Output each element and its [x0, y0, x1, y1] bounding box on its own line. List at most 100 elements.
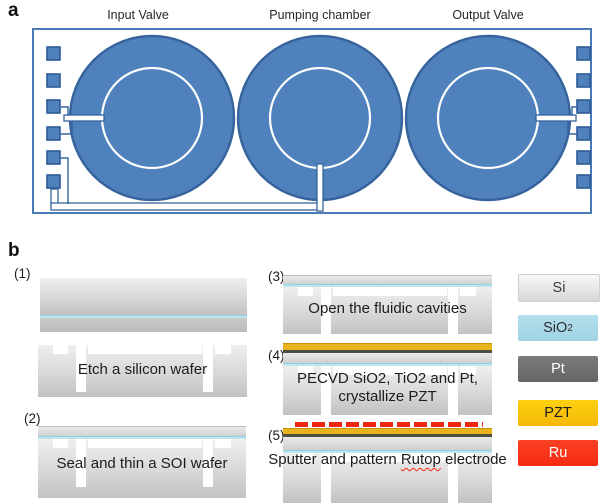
input-channel [63, 114, 105, 122]
legend-pzt-label: PZT [544, 405, 572, 421]
si-layer [283, 353, 492, 363]
sio2-layer [40, 315, 247, 319]
legend-sio2-subscript: 2 [567, 322, 573, 334]
through-opening [321, 366, 331, 415]
pecvd-pzt-diagram: PECVD SiO2, TiO2 and Pt, crystallize PZT [283, 343, 492, 415]
step-4-caption: PECVD SiO2, TiO2 and Pt, crystallize PZT [283, 370, 492, 406]
step-4-caption-line1: PECVD SiO2, TiO2 and Pt, [297, 370, 478, 387]
legend-si: Si [518, 274, 600, 302]
legend-pzt: PZT [518, 400, 598, 426]
contact-pad-square [576, 46, 591, 61]
step-5-number: (5) [268, 428, 285, 443]
legend-pt: Pt [518, 356, 598, 382]
sio2-layer [283, 450, 492, 454]
wire-left-4 [61, 121, 73, 135]
wire-right-3 [571, 106, 577, 116]
sio2-layer [283, 284, 492, 288]
legend-ru: Ru [518, 440, 598, 466]
sealed-wafer-diagram: Seal and thin a SOI wafer [38, 426, 246, 498]
cavity [203, 439, 213, 487]
step-2-caption: Seal and thin a SOI wafer [56, 455, 228, 472]
si-handle-layer [40, 318, 247, 332]
ru-electrode-diagram: Sputter and pattern Rutop electrode [268, 422, 507, 503]
legend-ru-label: Ru [548, 445, 568, 461]
contact-pad-square [46, 46, 61, 61]
contact-pad-square [46, 174, 61, 189]
pt-layer [283, 434, 492, 437]
cavity [298, 366, 313, 375]
pt-layer [283, 350, 492, 353]
panel-b-label: b [8, 240, 20, 261]
cavity [53, 345, 68, 354]
through-opening [448, 287, 458, 334]
si-layer [40, 278, 247, 315]
cavity [88, 345, 202, 354]
step-3-number: (3) [268, 269, 285, 284]
si-body: PECVD SiO2, TiO2 and Pt, crystallize PZT [283, 366, 492, 415]
bottom-channel [50, 202, 321, 211]
cavity [53, 439, 68, 448]
contact-pad-square [46, 99, 61, 114]
sio2-layer [283, 363, 492, 367]
step-5-caption: Sputter and pattern Rutop electrode [255, 451, 520, 469]
cavity [333, 287, 447, 296]
step-5-caption-word: Rutop [400, 451, 441, 468]
step-3-caption: Open the fluidic cavities [308, 300, 467, 317]
cavity [76, 345, 86, 392]
si-body [283, 453, 492, 503]
contact-pad-square [46, 150, 61, 165]
cavity [298, 453, 313, 462]
wire-right-4 [567, 121, 577, 135]
step-5-caption-suffix: electrode [440, 451, 507, 468]
step-2-number: (2) [24, 411, 41, 426]
cavity [215, 345, 231, 354]
output-channel [535, 114, 577, 122]
through-opening [321, 453, 331, 503]
cavity [88, 439, 202, 448]
si-layer [283, 275, 492, 285]
legend-sio2-label: SiO [543, 320, 568, 336]
wire-left-5 [61, 157, 69, 204]
si-layer [38, 426, 246, 437]
legend-pt-label: Pt [551, 361, 565, 377]
through-opening [448, 453, 458, 503]
step-5-caption-prefix: Sputter and pattern [268, 451, 401, 468]
cavity [76, 439, 86, 487]
contact-pad-square [576, 174, 591, 189]
pump-inlet-channel [316, 163, 324, 212]
pzt-layer [283, 343, 492, 351]
si-body: Open the fluidic cavities [283, 287, 492, 334]
soi-wafer-diagram [40, 278, 247, 332]
contact-pad-square [576, 150, 591, 165]
sio2-layer [38, 436, 246, 440]
contact-pad-square [46, 73, 61, 88]
cavity [460, 287, 476, 296]
step-1-number: (1) [14, 266, 31, 281]
input-valve-title: Input Valve [107, 8, 169, 22]
step-4-number: (4) [268, 348, 285, 363]
contact-pad-square [576, 73, 591, 88]
contact-pad-square [576, 99, 591, 114]
cavity [298, 287, 313, 296]
output-valve-title: Output Valve [452, 8, 523, 22]
cavity [460, 366, 476, 375]
si-body: Seal and thin a SOI wafer [38, 439, 246, 498]
cavity [215, 439, 231, 448]
legend-si-label: Si [552, 280, 566, 296]
etched-wafer-diagram: Etch a silicon wafer [38, 345, 247, 397]
opened-cavities-diagram: Open the fluidic cavities [283, 275, 492, 334]
ru-patterned-layer [295, 422, 483, 427]
pzt-layer [283, 428, 492, 435]
cavity [333, 366, 447, 375]
cavity [460, 453, 476, 462]
pumping-chamber-title: Pumping chamber [269, 8, 370, 22]
micropump-schematic: Input Valve Pumping chamber Output Valve [32, 8, 592, 214]
cavity [333, 453, 447, 462]
cavity [203, 345, 213, 392]
si-layer [283, 437, 492, 450]
through-opening [448, 366, 458, 415]
panel-a-label: a [8, 0, 19, 21]
wire-left-3 [61, 106, 69, 116]
